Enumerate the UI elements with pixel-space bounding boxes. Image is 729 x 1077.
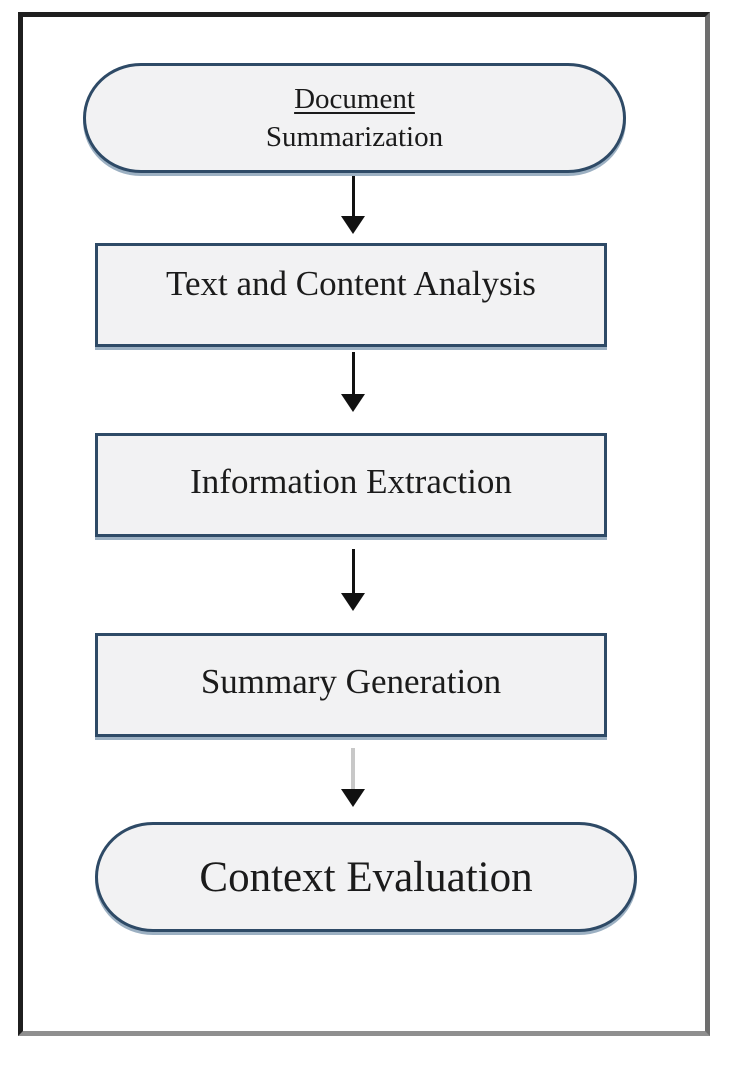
arrow-head-icon [341,789,365,807]
node-context-evaluation: Context Evaluation [95,822,637,932]
node-text-and-content-analysis: Text and Content Analysis [95,243,607,347]
node-label-line1: Document [294,82,415,115]
arrow-head-icon [341,216,365,234]
node-information-extraction: Information Extraction [95,433,607,537]
arrow-shaft [351,352,355,394]
node-summary-generation: Summary Generation [95,633,607,737]
node-label: Text and Content Analysis [166,264,536,303]
arrow-head-icon [341,394,365,412]
node-document-summarization: Document Summarization [83,63,626,173]
arrow-shaft [351,549,355,593]
down-arrow-2 [340,352,366,412]
node-label-line2: Summarization [265,121,444,153]
node-label: Context Evaluation [199,853,533,901]
outer-frame [18,12,710,1036]
down-arrow-3 [340,549,366,611]
down-arrow-4 [340,748,366,807]
node-label: Information Extraction [190,462,512,501]
arrow-head-icon [341,593,365,611]
node-label: Document Summarization [266,80,443,157]
node-label: Summary Generation [200,662,502,701]
arrow-shaft [351,748,355,789]
arrow-shaft [351,176,355,216]
down-arrow-1 [340,176,366,234]
